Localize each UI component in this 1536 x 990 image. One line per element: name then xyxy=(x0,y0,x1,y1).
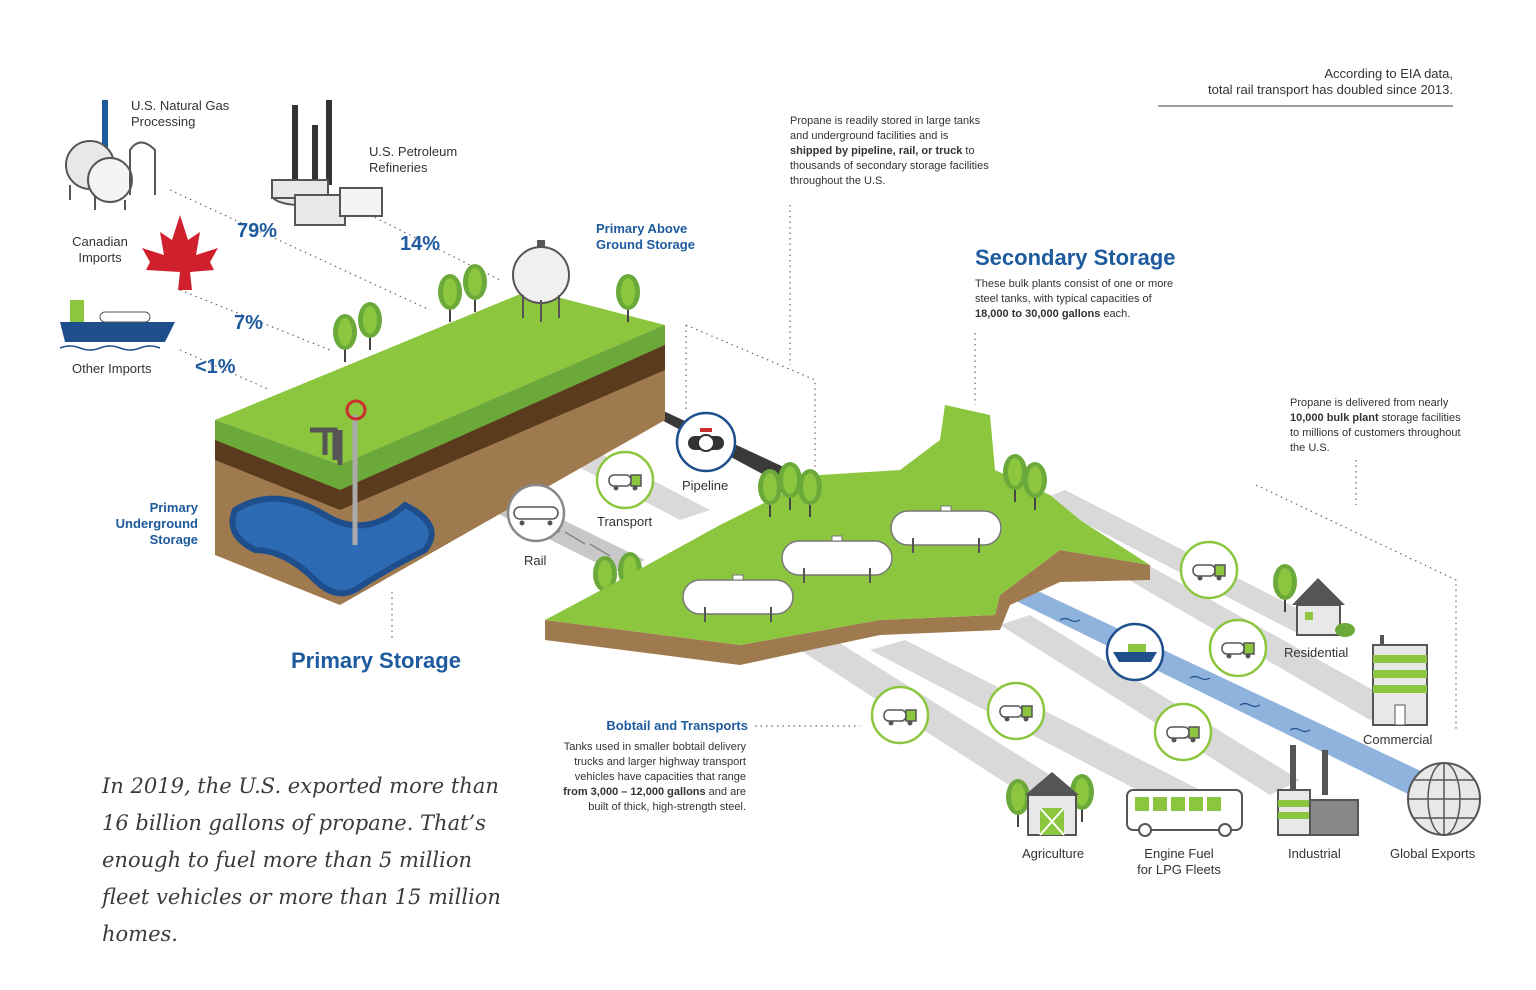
eia-note: According to EIA data, total rail transp… xyxy=(1208,66,1453,97)
delivery-note: Propane is delivered from nearly 10,000 … xyxy=(1290,397,1461,454)
source-label-other: Other Imports xyxy=(72,361,152,376)
storage-sphere-icon xyxy=(512,240,570,322)
pipeline-label: Pipeline xyxy=(682,478,729,493)
primary-above-ground-label: Primary Above Ground Storage xyxy=(596,221,695,252)
global-exports-label: Global Exports xyxy=(1390,846,1476,861)
secondary-storage-note: These bulk plants consist of one or more… xyxy=(975,278,1174,320)
gas-processing-icon xyxy=(65,100,156,210)
maple-leaf-icon xyxy=(142,215,218,290)
leader-lines xyxy=(169,189,1457,730)
barn-icon xyxy=(1006,772,1094,836)
globe-icon xyxy=(1407,762,1481,836)
office-icon xyxy=(1372,635,1428,726)
source-pct-canadian: 7% xyxy=(234,312,263,334)
source-pct-gas: 79% xyxy=(237,220,278,242)
engine-fuel-label: Engine Fuel for LPG Fleets xyxy=(1137,846,1221,877)
residential-label: Residential xyxy=(1284,645,1349,660)
cargo-ship-icon xyxy=(1105,622,1165,682)
valve-icon xyxy=(345,399,367,421)
industrial-label: Industrial xyxy=(1288,846,1341,861)
rail-car-icon xyxy=(506,483,566,543)
pipeline-icon xyxy=(675,411,737,473)
export-quote: In 2019, the U.S. exported more than 16 … xyxy=(102,774,501,946)
secondary-storage-title: Secondary Storage xyxy=(975,245,1176,270)
source-label-gas: U.S. Natural Gas Processing xyxy=(131,98,230,129)
refinery-icon xyxy=(271,100,383,226)
primary-storage-title: Primary Storage xyxy=(291,648,461,673)
source-pct-refineries: 14% xyxy=(400,233,441,255)
bobtail-title: Bobtail and Transports xyxy=(606,718,748,733)
bus-icon xyxy=(1126,789,1243,837)
bobtail-note: Tanks used in smaller bobtail delivery t… xyxy=(563,741,746,813)
commercial-label: Commercial xyxy=(1363,732,1433,747)
agriculture-label: Agriculture xyxy=(1022,846,1085,861)
transport-label: Transport xyxy=(597,514,653,529)
factory-icon xyxy=(1277,745,1359,836)
rail-label: Rail xyxy=(524,553,547,568)
source-pct-other: <1% xyxy=(195,356,236,378)
source-label-canadian: Canadian Imports xyxy=(72,234,128,265)
primary-underground-label: Primary Underground Storage xyxy=(115,500,198,547)
shipping-note: Propane is readily stored in large tanks… xyxy=(790,115,989,187)
us-map xyxy=(545,405,1150,665)
house-icon xyxy=(1273,564,1355,637)
truck-icon xyxy=(595,450,655,510)
source-label-refineries: U.S. Petroleum Refineries xyxy=(369,144,458,175)
primary-storage-block xyxy=(215,290,665,605)
